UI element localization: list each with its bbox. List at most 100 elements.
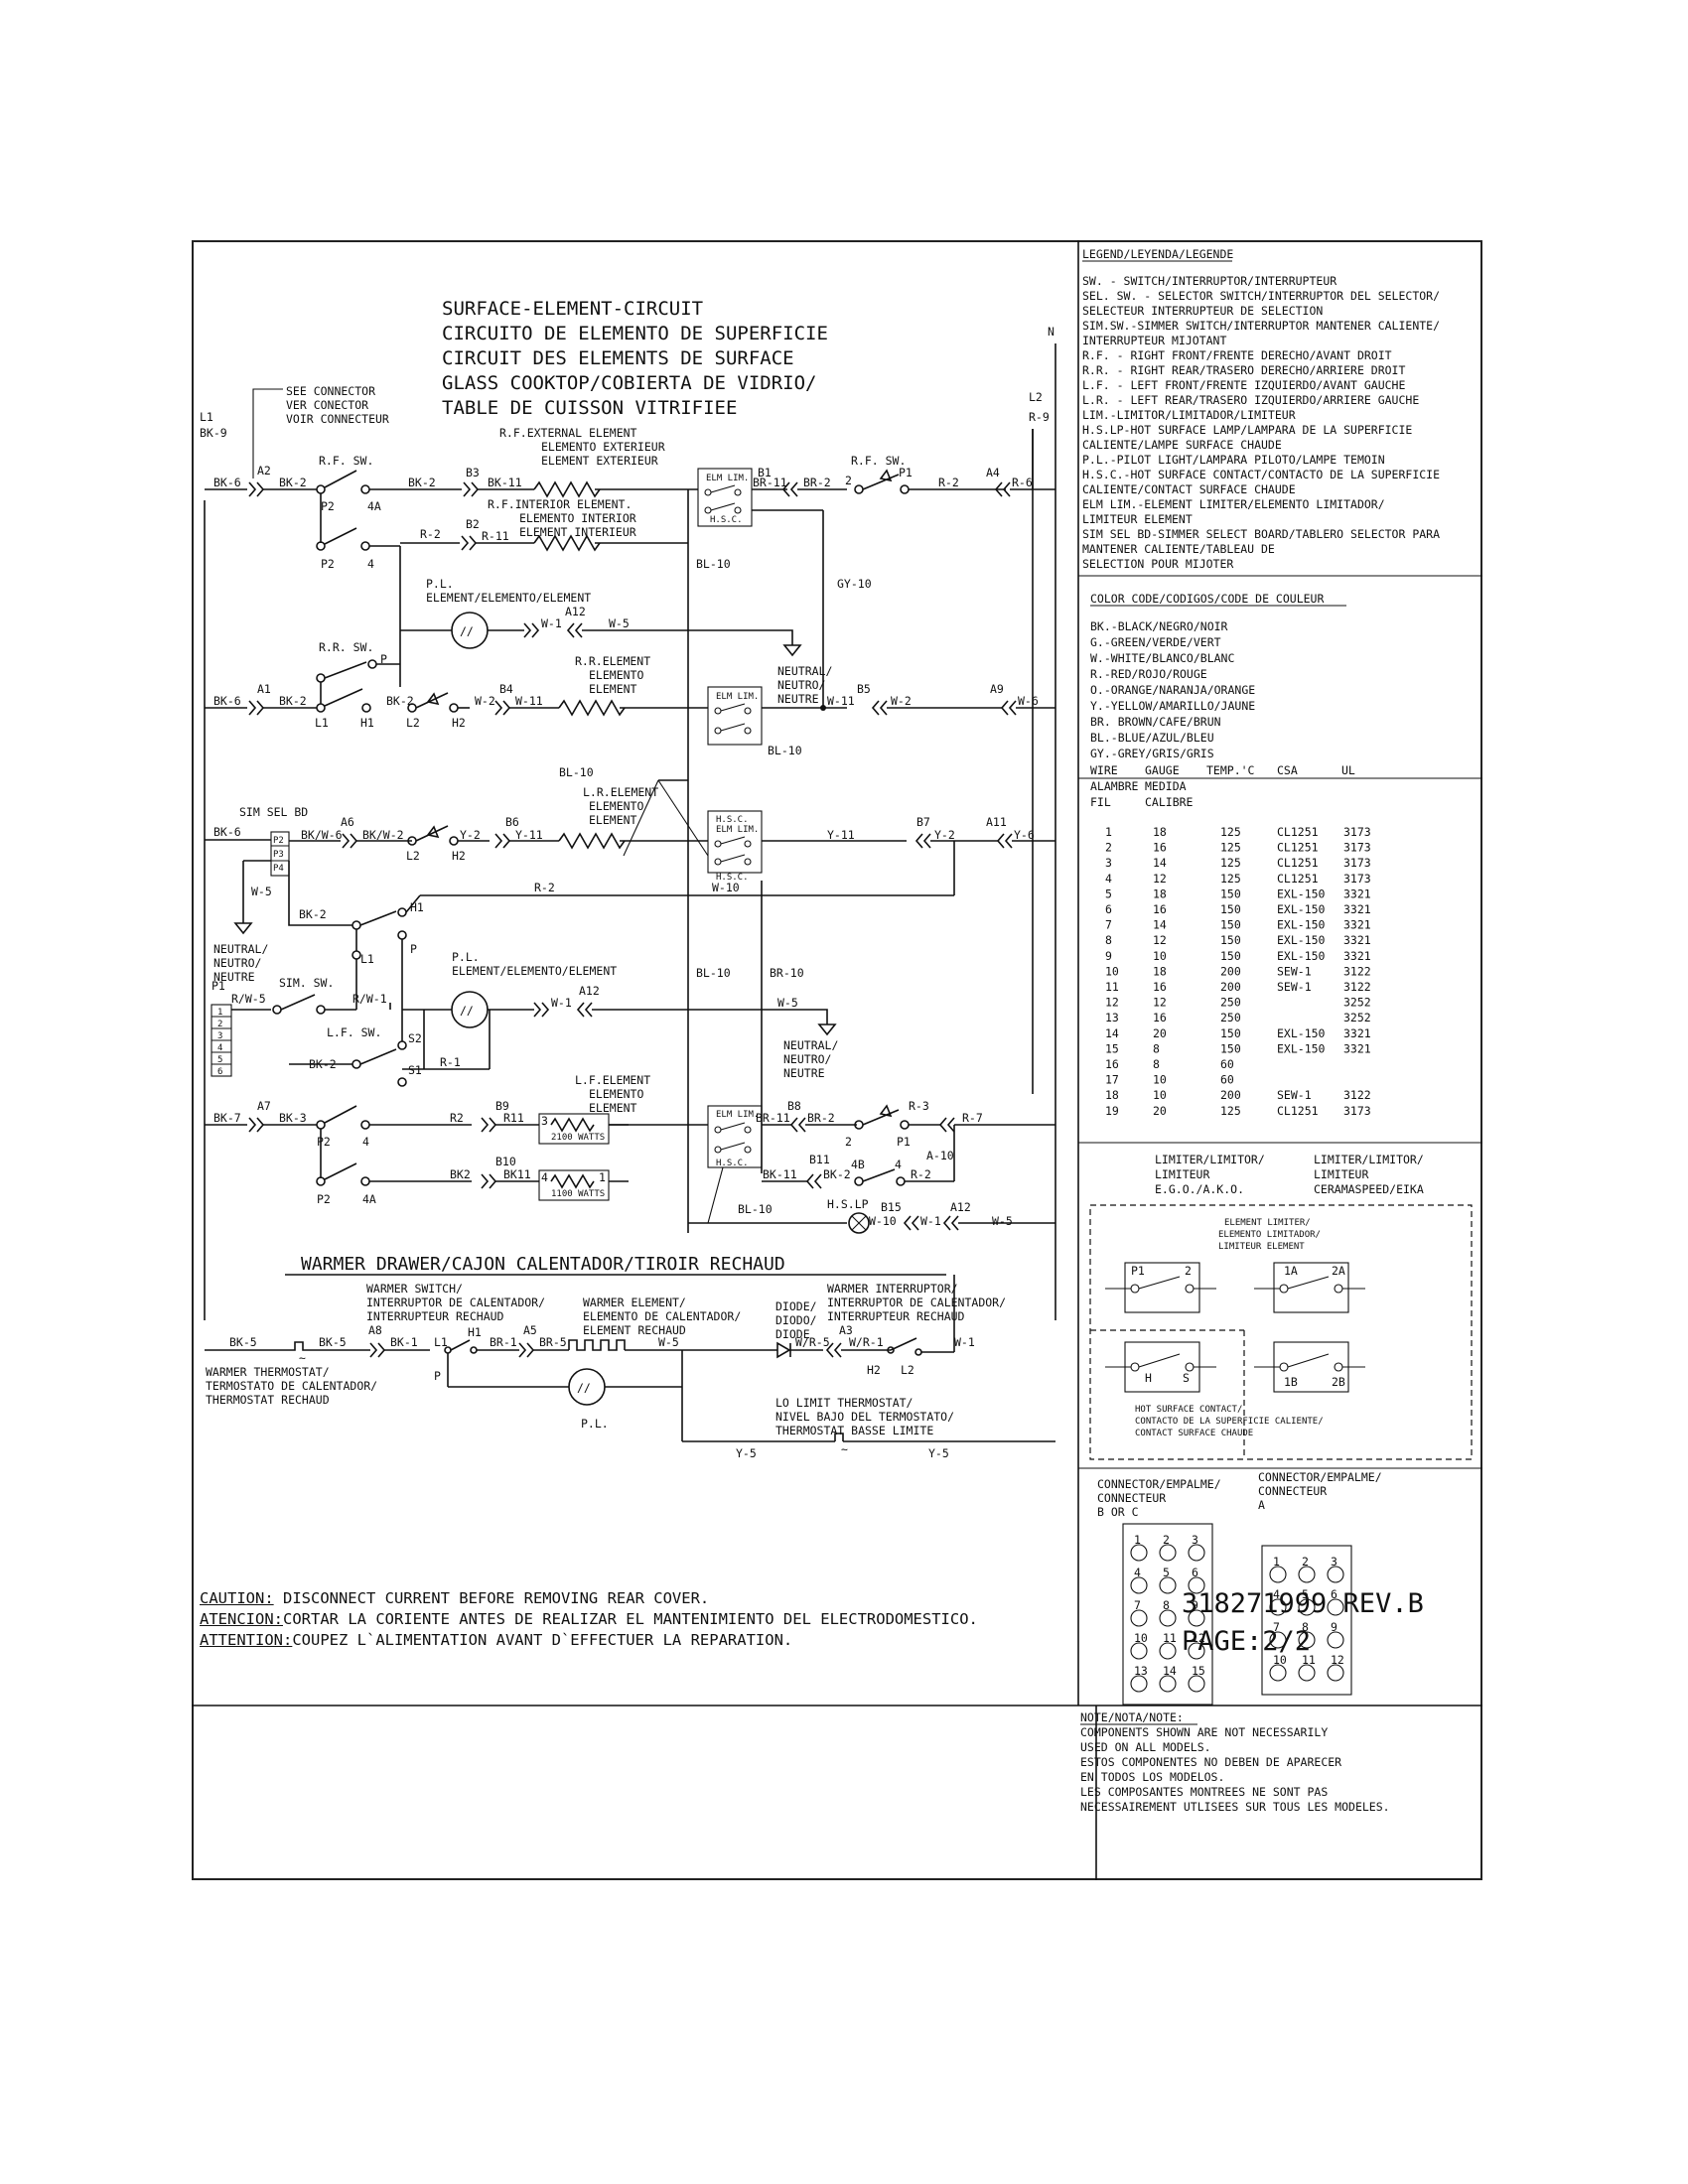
wire-label: R-2 — [938, 476, 959, 489]
color-code-line: G.-GREEN/VERDE/VERT — [1090, 635, 1221, 649]
table-cell: EXL-150 — [1277, 1026, 1326, 1040]
wire-label: W-1 — [541, 616, 562, 630]
note-heading: NOTE/NOTA/NOTE: — [1080, 1710, 1184, 1724]
hot-surface-caption: HOT SURFACE CONTACT/ — [1135, 1405, 1242, 1415]
table-cell: 200 — [1220, 964, 1241, 978]
caution-key: CAUTION: — [200, 1589, 274, 1607]
wire-label: W-5 — [992, 1214, 1013, 1228]
table-cell: 150 — [1220, 1041, 1241, 1055]
table-cell: SEW-1 — [1277, 980, 1312, 994]
wire-label: BK-5 — [229, 1335, 257, 1349]
terminal-label: 4A — [362, 1192, 376, 1206]
connector-caption: CONNECTEUR — [1258, 1484, 1327, 1498]
pin-socket — [1159, 1642, 1177, 1660]
diode-label: DIODE/ — [775, 1299, 817, 1313]
connector-label: A1 — [257, 682, 271, 696]
table-cell: 125 — [1220, 872, 1241, 886]
connector-label: A4 — [986, 466, 1000, 479]
table-cell: 19 — [1105, 1104, 1119, 1118]
connector-caption: CONNECTOR/EMPALME/ — [1097, 1477, 1221, 1491]
terminal-label: L1 — [315, 716, 329, 730]
pin-label: 5 — [217, 1055, 222, 1065]
limiter-pin: 1A — [1284, 1264, 1298, 1278]
pin-number: 3 — [1192, 1533, 1198, 1547]
pl-symbol: // — [460, 624, 474, 638]
color-code-line: O.-ORANGE/NARANJA/ORANGE — [1090, 683, 1255, 697]
connector-caption: A — [1258, 1498, 1265, 1512]
warmer-heading: WARMER DRAWER/CAJON CALENTADOR/TIROIR RE… — [301, 1254, 785, 1275]
connector-label: A7 — [257, 1099, 271, 1113]
pin-number: 8 — [1163, 1598, 1170, 1612]
limiter-pin: P1 — [1131, 1264, 1145, 1278]
wire-label: BK-2 — [279, 476, 307, 489]
wire-label: BK-3 — [279, 1111, 307, 1125]
table-header: TEMP.'C — [1206, 763, 1255, 777]
elm-lim-label: ELM LIM. — [716, 1110, 759, 1120]
wire-label: BK-2 — [408, 476, 436, 489]
wire-label: W-10 — [712, 881, 740, 894]
wire-label: R-6 — [1012, 476, 1033, 489]
elm-lim-label: ELM LIM. — [716, 825, 759, 835]
table-cell: 8 — [1153, 1041, 1160, 1055]
limiter-pin: H — [1145, 1371, 1152, 1385]
caution-key: ATTENTION: — [200, 1631, 293, 1649]
legend-line: P.L.-PILOT LIGHT/LAMPARA PILOTO/LAMPE TE… — [1082, 453, 1385, 467]
table-cell: 3321 — [1343, 1026, 1371, 1040]
rail-label-l2: L2 — [1029, 390, 1043, 404]
pin-number: 5 — [1163, 1566, 1170, 1579]
table-cell: 3122 — [1343, 980, 1371, 994]
p1-pins: 1 2 3 4 5 6 — [211, 1008, 231, 1077]
table-cell: 3122 — [1343, 964, 1371, 978]
pin-label: 3 — [217, 1031, 222, 1041]
table-cell: 20 — [1153, 1104, 1167, 1118]
table-cell: 150 — [1220, 933, 1241, 947]
pin-socket — [1188, 1675, 1205, 1693]
hsc-label: H.S.C. — [716, 815, 749, 825]
legend-line: H.S.LP-HOT SURFACE LAMP/LAMPARA DE LA SU… — [1082, 423, 1412, 437]
wire-label: BK-2 — [279, 694, 307, 708]
table-cell: 3173 — [1343, 856, 1371, 870]
terminal-label: 4 — [367, 557, 374, 571]
table-cell: 10 — [1153, 1073, 1167, 1087]
rail-label-r9: R-9 — [1029, 410, 1050, 424]
limiter-caption: LIMITEUR ELEMENT — [1218, 1242, 1305, 1252]
neutral-label: NEUTRE — [777, 692, 819, 706]
color-code-line: GY.-GREY/GRIS/GRIS — [1090, 747, 1214, 760]
table-cell: CL1251 — [1277, 841, 1319, 855]
table-cell: SEW-1 — [1277, 1088, 1312, 1102]
connector-label: B9 — [495, 1099, 509, 1113]
wire-label: BK-6 — [213, 476, 241, 489]
pin-socket — [1130, 1576, 1148, 1594]
terminal-label: H2 — [452, 716, 466, 730]
note-line: LES COMPOSANTES MONTREES NE SONT PAS — [1080, 1785, 1328, 1799]
table-cell: EXL-150 — [1277, 933, 1326, 947]
terminal-label: 4 — [541, 1170, 548, 1184]
wire-label: W-10 — [869, 1214, 897, 1228]
wire-label: Y-2 — [934, 828, 955, 842]
terminal-label: 4B — [851, 1158, 865, 1171]
lo-limit-label: NIVEL BAJO DEL TERMOSTATO/ — [775, 1410, 954, 1424]
pin-number: 5 — [1302, 1587, 1309, 1601]
hot-surface-caption: CONTACT SURFACE CHAUDE — [1135, 1429, 1253, 1438]
pin-number: 13 — [1134, 1664, 1148, 1678]
table-cell: 7 — [1105, 918, 1112, 932]
table-cell: 125 — [1220, 1104, 1241, 1118]
table-cell: 125 — [1220, 825, 1241, 839]
wire-label: R2 — [450, 1111, 464, 1125]
wire-label: W-5 — [658, 1335, 679, 1349]
page-number: PAGE:2/2 — [1182, 1626, 1312, 1657]
pin-number: 2 — [1302, 1555, 1309, 1569]
table-cell: EXL-150 — [1277, 887, 1326, 900]
connector-label: B11 — [809, 1153, 830, 1166]
wire-label: R-2 — [534, 881, 555, 894]
color-code-line: R.-RED/ROJO/ROUGE — [1090, 667, 1207, 681]
table-cell: 4 — [1105, 872, 1112, 886]
pin-number: 6 — [1192, 1566, 1198, 1579]
pin-number: 1 — [1134, 1533, 1141, 1547]
pin-number: 7 — [1134, 1598, 1141, 1612]
element-label: L.R.ELEMENT — [583, 785, 658, 799]
wire-label: W/R-1 — [849, 1335, 884, 1349]
circuit-title: SURFACE-ELEMENT-CIRCUIT CIRCUITO DE ELEM… — [442, 298, 828, 419]
wire-label: A-10 — [926, 1149, 954, 1162]
